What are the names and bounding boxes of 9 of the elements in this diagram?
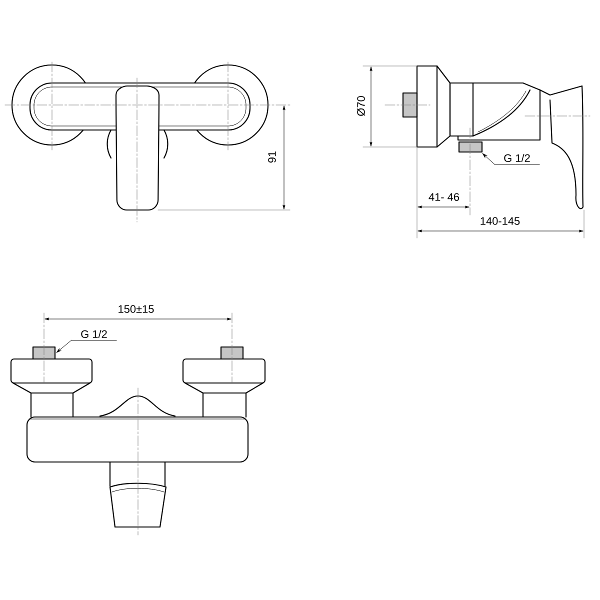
dimension-label: 140-145 [480,217,520,225]
leader-line [56,340,72,353]
thread-label: G 1/2 [71,330,117,340]
thread-label: G 1/2 [494,154,540,164]
dimension-label: 41- 46 [428,193,460,201]
leader-line [482,153,495,164]
dimension-label: 150±15 [118,305,154,313]
dimension-label: 91 [268,151,276,163]
dimension-label: Ø70 [356,96,366,116]
